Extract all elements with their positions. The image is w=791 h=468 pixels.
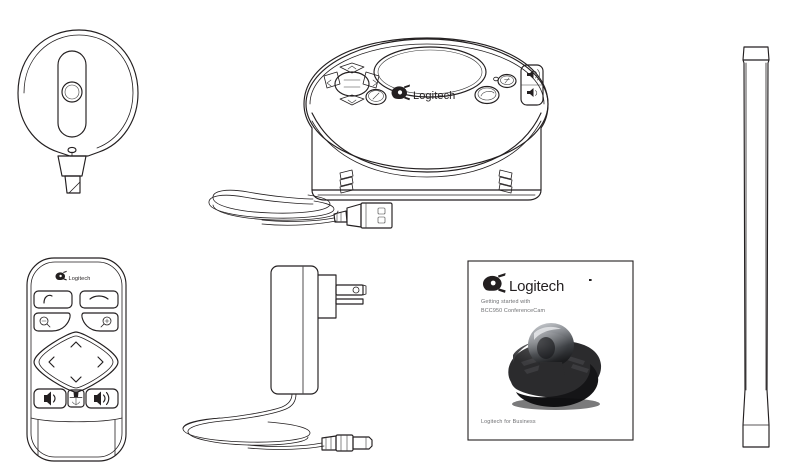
mute-button-speakerphone[interactable] [497,73,517,89]
volume-down-button-remote[interactable] [33,388,67,409]
booklet-line2: BCC950 ConferenceCam [481,308,545,314]
logitech-logo-booklet: Logitech [482,273,592,295]
answer-call-button-remote[interactable] [33,290,73,309]
booklet-line1: Getting started with [481,299,530,305]
logitech-logo-remote: Logitech [55,270,91,282]
volume-up-icon [527,69,540,81]
zoom-in-button-remote[interactable] [81,312,119,332]
extension-tube-drawing [742,46,770,448]
nav-up-icon [70,341,82,348]
answer-call-button-speakerphone[interactable] [474,85,500,105]
mute-button-remote[interactable] [67,389,85,408]
remote-brand-label: Logitech [69,276,91,282]
booklet-product-photo [508,323,602,410]
nav-right-icon [97,356,104,368]
logitech-logo-speakerphone: Logitech [391,84,455,102]
documentation-booklet-drawing: Logitech Getting started with BCC950 Con… [467,260,634,441]
vent-right [498,169,513,194]
navigation-pad-remote[interactable] [33,331,119,393]
speakerphone-base-drawing: Logitech [208,37,549,229]
home-preset-button[interactable] [365,88,387,106]
speakerphone-brand-label: Logitech [413,90,455,102]
nav-down-icon [70,376,82,383]
volume-down-icon [527,88,538,97]
booklet-brand-label: Logitech [509,278,564,295]
power-adapter-drawing [182,265,373,452]
nav-left-icon [48,356,55,368]
volume-up-button-remote[interactable] [85,388,119,409]
booklet-footer: Logitech for Business [481,419,536,425]
vent-left [339,169,354,194]
dpad-control[interactable] [323,62,380,106]
volume-down-icon [44,391,56,406]
zoom-out-button-remote[interactable] [33,312,71,332]
remote-control-drawing: Logitech [26,257,127,462]
end-call-button-remote[interactable] [79,290,119,309]
camera-head-drawing [17,29,139,194]
volume-rocker-speakerphone[interactable] [520,64,544,106]
usb-cable [208,189,393,229]
volume-up-icon [94,391,110,406]
